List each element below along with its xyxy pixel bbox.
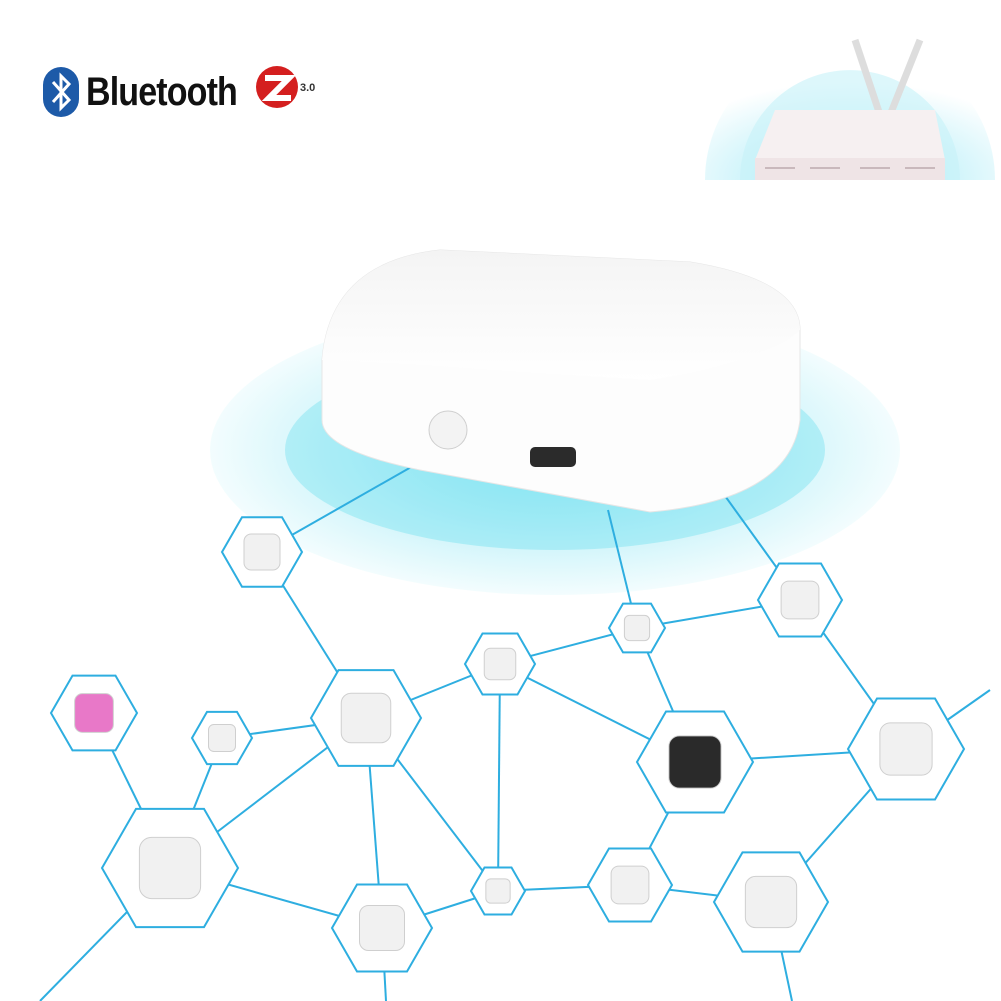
door-sensor-icon [712, 851, 830, 953]
device-image [243, 533, 281, 571]
usb-port [530, 447, 576, 467]
device-image [74, 693, 114, 733]
wifi-router-icon [705, 38, 995, 180]
device-image [668, 735, 722, 789]
smart-plug-icon [756, 562, 844, 638]
fingerbot-icon [220, 516, 304, 588]
zigbee-logo-icon [256, 66, 298, 108]
device-image [744, 875, 798, 929]
remote-icon [469, 866, 527, 916]
bluetooth-icon [43, 67, 79, 117]
device-image [483, 647, 517, 681]
wall-switch-icon [190, 710, 254, 766]
zigbee-gateway-hub [321, 249, 801, 513]
device-image [340, 692, 392, 744]
rgb-bulb-icon [49, 674, 139, 752]
bluetooth-logo: Bluetooth [42, 66, 264, 118]
relay-module-icon [607, 602, 667, 654]
thermostat-icon [586, 847, 674, 923]
device-image [138, 836, 202, 900]
device-image [610, 865, 650, 905]
device-image [208, 724, 236, 752]
gu10-bulb-icon [463, 632, 537, 696]
device-image [780, 580, 820, 620]
curtain-track-icon [100, 807, 240, 929]
zigbee-version: 3.0 [300, 82, 316, 94]
curtain-switch-icon [846, 697, 966, 801]
bluetooth-wordmark: Bluetooth [86, 69, 238, 114]
downlight-icon [309, 669, 423, 767]
device-image [485, 878, 511, 904]
device-image [359, 905, 405, 951]
roller-motor-icon [330, 883, 434, 973]
device-image [879, 722, 933, 776]
device-image [623, 614, 651, 642]
pair-button [428, 410, 468, 450]
network-link [497, 663, 501, 892]
radiator-valve-icon [635, 710, 755, 814]
